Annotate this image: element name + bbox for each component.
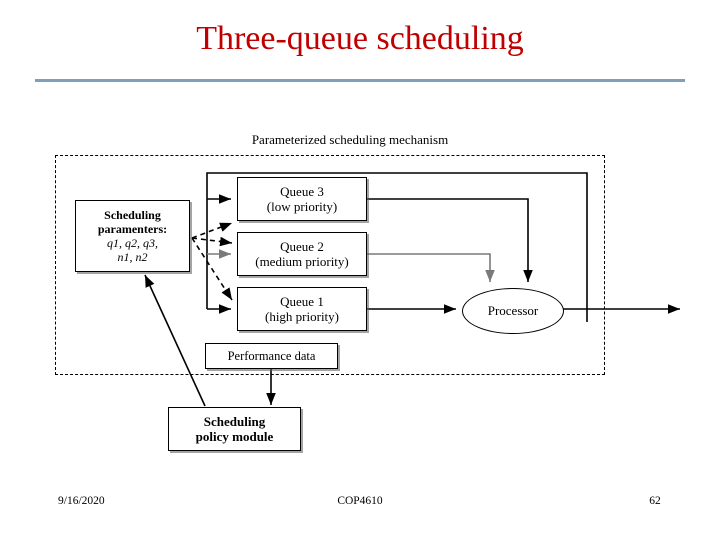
mechanism-label: Parameterized scheduling mechanism [251,132,449,147]
params-line-3: q1, q2, q3, [107,236,158,250]
queue-1-priority: (high priority) [264,309,339,324]
params-line-4: n1, n2 [117,250,148,265]
scheduling-diagram: Parameterized scheduling mechanism [0,110,720,480]
footer-course: COP4610 [337,495,383,507]
footer-date: 9/16/2020 [58,495,105,507]
queue3-to-processor [367,198,533,282]
queue-3-box: Queue 3 (low priority) [237,177,367,221]
policy-to-params [144,274,206,407]
queue-2-box: Queue 2 (medium priority) [237,232,367,276]
queue-2-priority: (medium priority) [255,254,349,269]
scheduling-policy-module-box: Scheduling policy module [168,407,301,451]
mechanism-boundary [55,155,605,375]
queue-3-priority: (low priority) [266,199,338,214]
queue-3-name: Queue 3 [280,183,324,199]
params-to-queue1 [191,237,233,301]
params-to-queue2 [191,236,233,247]
title-divider [35,79,685,82]
queue-1-box: Queue 1 (high priority) [237,287,367,331]
scheduling-parameters-box: Scheduling paramenters: q1, q2, q3, n1, … [75,200,190,272]
connector-lines [144,172,680,407]
page-title: Three-queue scheduling [196,20,524,57]
footer-page-number: 62 [649,495,661,507]
performance-data-box: Performance data [205,343,338,369]
params-line-2: paramenters: [97,221,168,236]
policy-line-2: policy module [195,429,274,444]
queue2-to-processor [367,253,495,282]
processor-node: Processor [462,288,564,334]
queue-1-name: Queue 1 [280,293,324,309]
feedback-bus [206,172,588,322]
queue-2-name: Queue 2 [280,238,324,254]
policy-line-1: Scheduling [203,413,266,429]
params-to-queue3 [191,222,233,239]
params-line-1: Scheduling [104,207,161,222]
slide-footer: 9/16/2020 COP4610 62 [0,495,720,515]
